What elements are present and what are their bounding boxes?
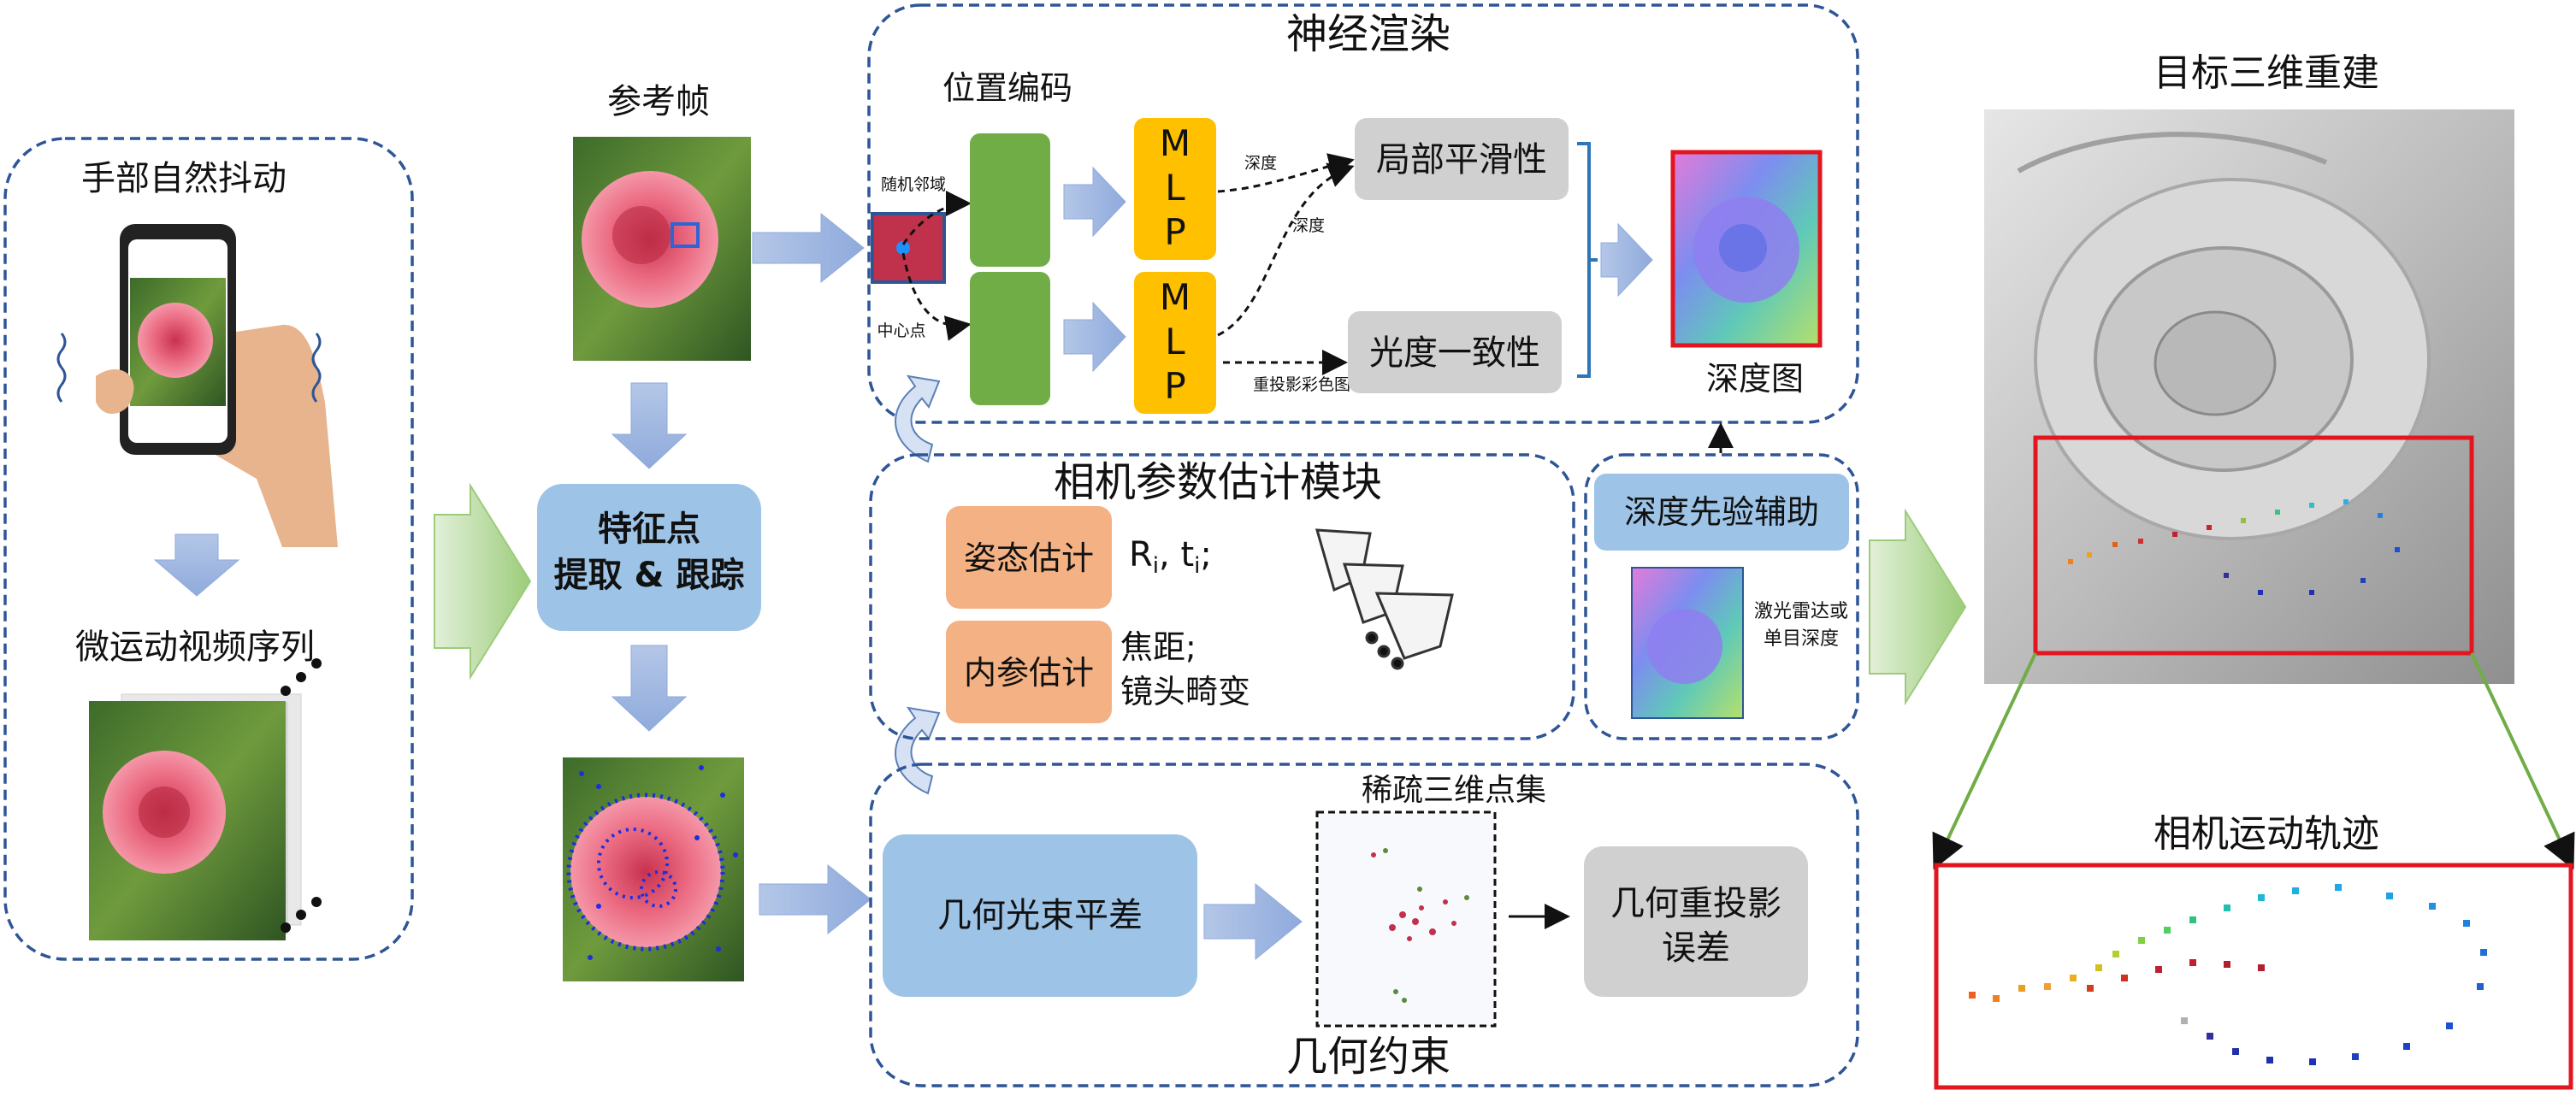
random-neighborhood-label: 随机邻域	[881, 175, 946, 194]
depth-map-label: 深度图	[1706, 360, 1804, 398]
hand-phone-icon	[56, 224, 338, 547]
pose-box	[946, 506, 1112, 609]
relief-render-icon	[1984, 109, 2514, 684]
depth-prior-title: 深度先验辅助	[1624, 493, 1819, 531]
distortion-label: 镜头畸变	[1120, 673, 1250, 710]
feature-box	[537, 484, 761, 631]
lidar-line2: 单目深度	[1764, 628, 1839, 650]
zoom-line-right	[2470, 652, 2575, 870]
ref-down-arrow	[611, 382, 688, 469]
svg-text:L: L	[1165, 321, 1185, 362]
camera-panel: 相机参数估计模块 姿态估计 Ri, ti; 内参估计 焦距; 镜头畸变	[869, 453, 1575, 740]
reprojected-color-label: 重投影彩色图	[1253, 375, 1350, 394]
tracked-right-arrow	[759, 863, 871, 935]
prior-normal-icon	[1631, 567, 1744, 719]
camera-title: 相机参数估计模块	[1054, 458, 1382, 506]
normal-map-icon	[1670, 150, 1823, 348]
lidar-line1: 激光雷达或	[1754, 601, 1848, 622]
reproj-line1: 几何重投影	[1610, 884, 1781, 923]
pos-encoding-label: 位置编码	[942, 69, 1072, 107]
photometric-box	[1348, 311, 1562, 393]
focal-label: 焦距;	[1120, 628, 1196, 666]
feature-line2: 提取 & 跟踪	[554, 556, 745, 595]
curved-arrow-lower	[895, 706, 941, 795]
sequence-label: 微运动视频序列	[75, 628, 315, 667]
hand-down-arrow	[153, 533, 240, 597]
svg-text:P: P	[1164, 365, 1185, 407]
ref-right-arrow	[752, 212, 865, 284]
depth-small-1: 深度	[1244, 154, 1277, 173]
intrinsic-box	[946, 621, 1112, 723]
encoder-block-top	[970, 133, 1050, 267]
reconstruction-panel: 目标三维重建 相机运动轨迹	[1932, 51, 2575, 1090]
svg-text:L: L	[1165, 167, 1185, 209]
feature-down-arrow	[611, 645, 688, 732]
geometry-panel: 稀疏三维点集 几何光束平差 几何重投影 误差 几何约束	[869, 763, 1859, 1087]
mlp-block-bottom: M L P	[1134, 272, 1216, 414]
hand-panel: 手部自然抖动 微运动视频序列	[3, 137, 414, 961]
rose-photo-icon	[573, 137, 751, 361]
reproj-error-box	[1584, 846, 1808, 997]
encoder-block-bottom	[970, 272, 1050, 405]
merge-bracket	[1577, 142, 1598, 378]
camera-frustum-icon	[1315, 528, 1454, 670]
svg-text:M: M	[1160, 122, 1191, 164]
photometric-label: 光度一致性	[1369, 333, 1540, 373]
pose-label: 姿态估计	[964, 539, 1094, 577]
bundle-adjust-box	[883, 834, 1197, 997]
depth-prior-panel: 深度先验辅助 激光雷达或 单目深度	[1584, 422, 1859, 740]
feature-line1: 特征点	[598, 510, 700, 549]
svg-text:M: M	[1160, 276, 1191, 318]
geometry-title: 几何约束	[1286, 1033, 1450, 1081]
reproj-line2: 误差	[1662, 928, 1730, 968]
depth-prior-box	[1594, 474, 1849, 551]
svg-text:P: P	[1164, 211, 1185, 253]
depth-small-2: 深度	[1292, 216, 1325, 235]
intrinsic-label: 内参估计	[964, 654, 1094, 692]
tracked-points-image	[563, 757, 744, 981]
sparse-points-label: 稀疏三维点集	[1362, 773, 1546, 808]
bundle-adjust-label: 几何光束平差	[937, 896, 1143, 935]
reference-title: 参考帧	[607, 82, 710, 121]
neural-panel: 神经渲染 位置编码 随机邻域 中心点 M L P M L P 深度 深度 重投影…	[867, 3, 1859, 424]
mlp-block-top: M L P	[1134, 118, 1216, 260]
green-arrow-right	[1869, 508, 1967, 706]
reconstruction-title: 目标三维重建	[2154, 51, 2379, 95]
trajectory-title: 相机运动轨迹	[2154, 812, 2379, 856]
pose-math: Ri, ti;	[1129, 535, 1212, 579]
green-arrow-left	[434, 482, 532, 681]
local-smooth-label: 局部平滑性	[1376, 140, 1547, 180]
zoom-line-left	[1932, 652, 2037, 870]
hand-panel-title: 手部自然抖动	[81, 159, 287, 198]
curved-arrow-upper	[895, 374, 941, 463]
center-point-label: 中心点	[877, 321, 925, 340]
neural-title: 神经渲染	[1286, 10, 1450, 58]
local-smooth-box	[1355, 118, 1569, 200]
video-sequence-stack	[89, 658, 322, 940]
patch-thumbnail	[871, 212, 946, 284]
point-cloud-icon	[1315, 810, 1497, 1028]
trajectory-plot	[1934, 863, 2573, 1090]
